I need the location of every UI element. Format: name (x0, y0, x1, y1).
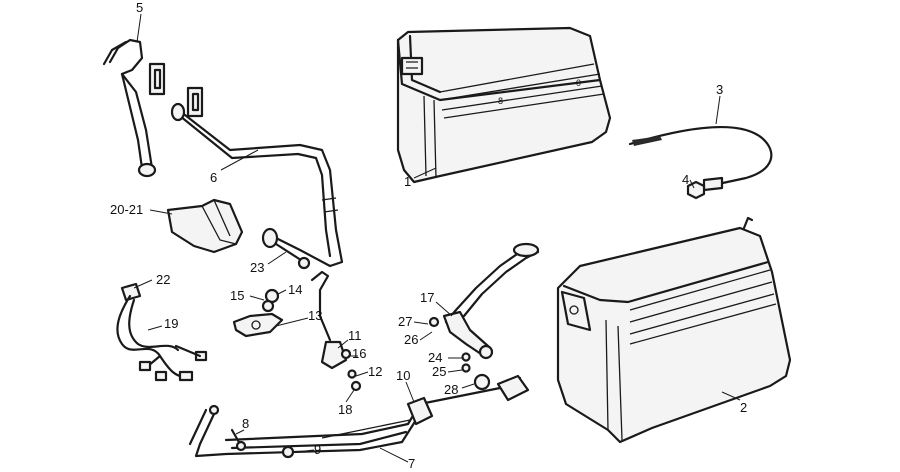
callout-5: 5 (136, 0, 143, 15)
callout-13: 13 (308, 308, 322, 323)
svg-text:8: 8 (498, 96, 503, 106)
callout-12: 12 (368, 364, 382, 379)
callout-7: 7 (408, 456, 415, 471)
part-hardware-24-25-28 (461, 352, 491, 391)
part-cable-3 (628, 126, 773, 192)
callout-23: 23 (250, 260, 264, 275)
part-pannier-case-2 (556, 216, 792, 444)
callout-9: 9 (314, 442, 321, 457)
callout-22: 22 (156, 272, 170, 287)
part-bracket-5 (102, 38, 166, 178)
callout-4: 4 (682, 172, 689, 187)
callout-10: 10 (396, 368, 410, 383)
callout-17: 17 (420, 290, 434, 305)
callout-labels: 5 6 1 3 4 20-21 23 22 19 15 14 13 11 16 … (110, 0, 747, 471)
callout-2: 2 (740, 400, 747, 415)
callout-16: 16 (352, 346, 366, 361)
callout-24: 24 (428, 350, 442, 365)
part-bolt-23 (274, 242, 311, 270)
callout-25: 25 (432, 364, 446, 379)
part-pannier-case-1: 8 0 (396, 26, 612, 184)
part-lever-17 (428, 242, 540, 360)
part-stand-7 (188, 374, 530, 458)
part-harness-19 (116, 294, 208, 382)
svg-text:0: 0 (576, 78, 581, 88)
callout-18: 18 (338, 402, 352, 417)
callout-8: 8 (242, 416, 249, 431)
callout-15: 15 (230, 288, 244, 303)
callout-3: 3 (716, 82, 723, 97)
part-bolt-8-9 (230, 428, 295, 459)
part-plate-20-21 (166, 198, 244, 254)
part-rail-6 (170, 86, 344, 268)
callout-27: 27 (398, 314, 412, 329)
callout-26: 26 (404, 332, 418, 347)
callout-6: 6 (210, 170, 217, 185)
part-nut-4 (686, 180, 706, 200)
callout-1: 1 (404, 174, 411, 189)
leader-lines (133, 13, 741, 463)
callout-11: 11 (348, 328, 362, 343)
callout-14: 14 (288, 282, 302, 297)
part-switch-bracket-13 (232, 270, 332, 342)
part-connector-22 (120, 282, 142, 302)
callout-28: 28 (444, 382, 458, 397)
part-nut-14-15 (261, 288, 280, 313)
callout-20-21: 20-21 (110, 202, 143, 217)
callout-19: 19 (164, 316, 178, 331)
